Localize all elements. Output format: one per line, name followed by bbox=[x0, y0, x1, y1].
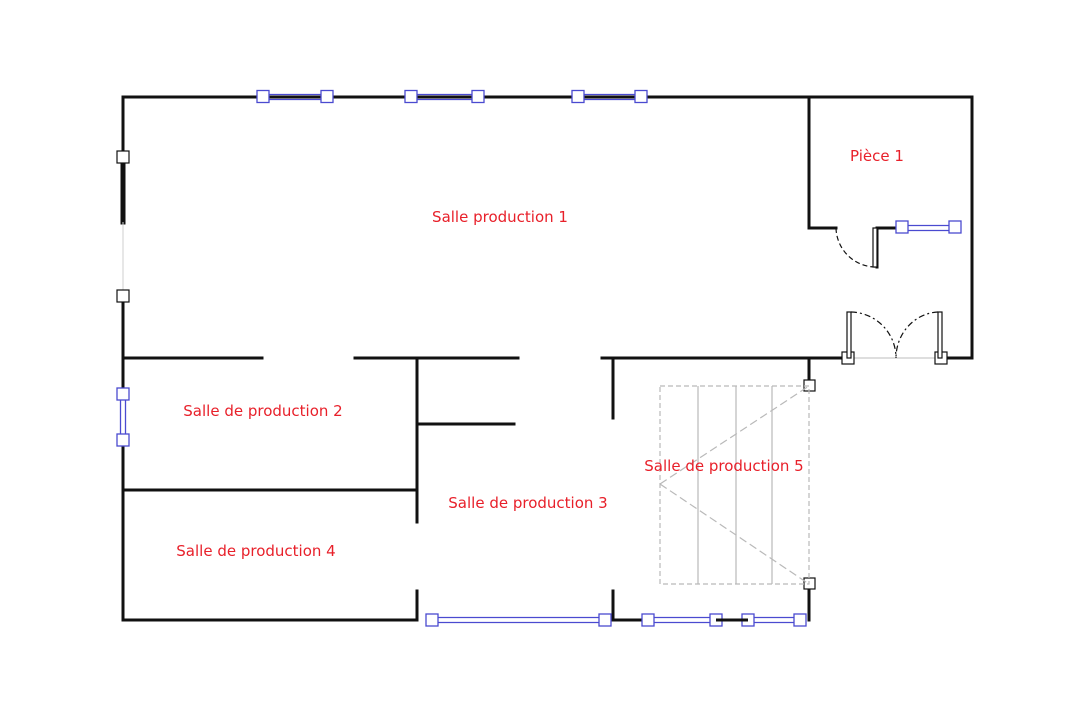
window-bottom-2 bbox=[641, 613, 723, 627]
window-bottom-1 bbox=[425, 613, 612, 627]
stair-outline bbox=[659, 385, 810, 585]
handle-left-bottom bbox=[116, 289, 130, 303]
doors bbox=[835, 227, 943, 359]
window-left bbox=[116, 387, 130, 447]
room-label-piece-1: Pièce 1 bbox=[850, 147, 904, 165]
handle-left-top bbox=[116, 150, 130, 164]
window-top-2 bbox=[404, 89, 485, 104]
stair-arrow-top bbox=[659, 385, 810, 485]
room-label-salle-de-production-5: Salle de production 5 bbox=[644, 457, 803, 475]
door-piece1 bbox=[835, 227, 878, 268]
room-label-salle-de-production-4: Salle de production 4 bbox=[176, 542, 335, 560]
door-double bbox=[846, 311, 943, 359]
window-bottom-3 bbox=[741, 613, 807, 627]
window-top-3 bbox=[571, 89, 648, 104]
window-top-1 bbox=[256, 89, 334, 104]
window-piece1 bbox=[895, 220, 962, 234]
room-label-salle-de-production-2: Salle de production 2 bbox=[183, 402, 342, 420]
room-label-salle-production-1: Salle production 1 bbox=[432, 208, 568, 226]
stair-arrow-bottom bbox=[659, 483, 810, 585]
room-label-salle-de-production-3: Salle de production 3 bbox=[448, 494, 607, 512]
stairs bbox=[659, 385, 810, 585]
